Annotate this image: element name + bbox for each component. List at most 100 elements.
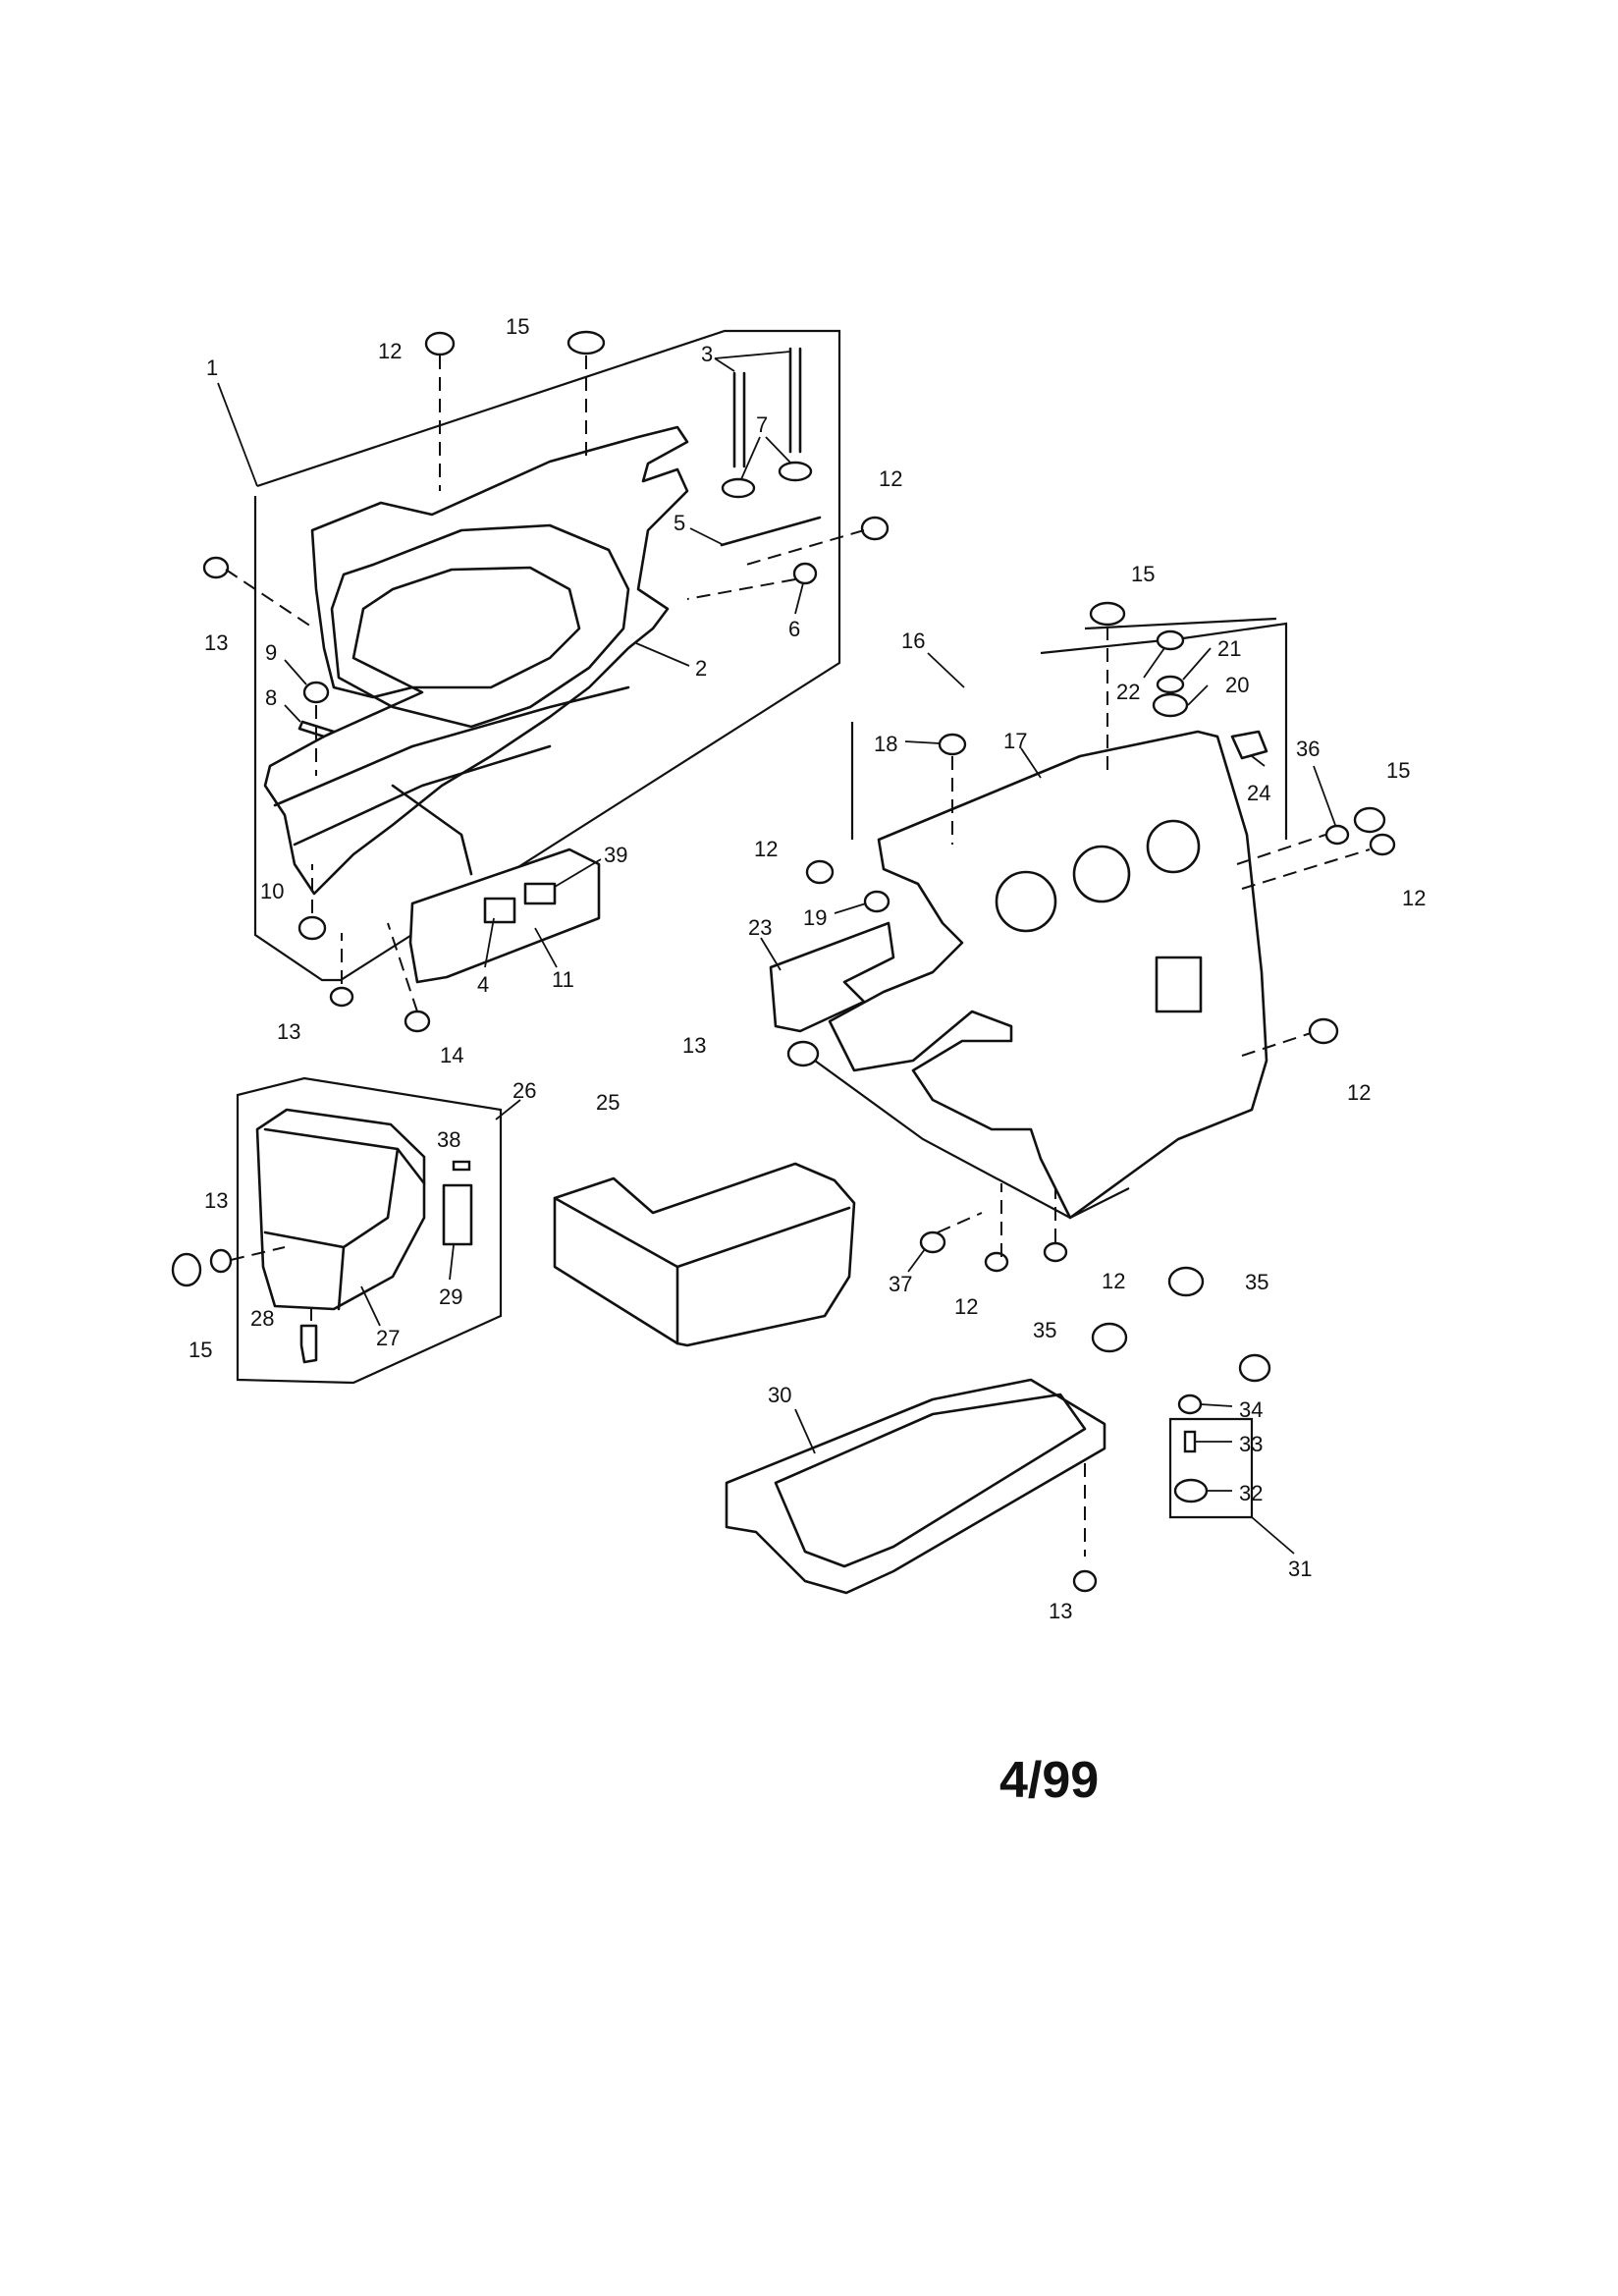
rear-cover-inner-recess bbox=[351, 566, 581, 689]
leader-7b bbox=[765, 436, 792, 465]
callout-12-top: 12 bbox=[378, 339, 402, 363]
part-15-knob-top bbox=[1089, 601, 1126, 627]
part-7-felt-left bbox=[721, 477, 756, 499]
leader-2 bbox=[635, 642, 690, 667]
part-32-foot bbox=[1173, 1478, 1209, 1503]
callout-31: 31 bbox=[1288, 1557, 1312, 1581]
part-13-screw-left bbox=[202, 556, 230, 579]
callout-3: 3 bbox=[701, 342, 713, 366]
part-23-thread-guide bbox=[769, 921, 895, 1033]
callout-15-top: 15 bbox=[506, 314, 529, 339]
callout-20: 20 bbox=[1225, 673, 1249, 697]
leader-29 bbox=[449, 1244, 455, 1281]
leader-24 bbox=[1251, 755, 1266, 767]
part-3-spool-pin-left bbox=[732, 371, 746, 468]
leader-31 bbox=[1251, 1516, 1295, 1555]
leader-8 bbox=[284, 704, 301, 723]
leader-3b bbox=[714, 351, 791, 359]
part-3-spool-pin-right bbox=[788, 347, 802, 454]
callout-13-front: 13 bbox=[682, 1033, 706, 1058]
assembly-26-fastener-paths bbox=[230, 1246, 312, 1321]
callout-12-lower-right: 12 bbox=[1347, 1080, 1371, 1105]
front-cover-window bbox=[1155, 956, 1203, 1013]
assembly-16-bracket bbox=[814, 617, 1288, 1220]
callout-39: 39 bbox=[604, 843, 627, 867]
arm-cover bbox=[553, 1162, 856, 1347]
part-33-screw bbox=[1183, 1430, 1197, 1453]
part-35-foot-lower bbox=[1238, 1353, 1271, 1383]
leader-21 bbox=[1182, 647, 1212, 681]
callout-5: 5 bbox=[674, 511, 685, 535]
part-21-washer bbox=[1156, 675, 1185, 694]
part-20-holder bbox=[1152, 692, 1189, 718]
callout-23: 23 bbox=[748, 915, 772, 940]
part-30-base-plate bbox=[725, 1378, 1106, 1595]
callout-35-right: 35 bbox=[1245, 1270, 1268, 1294]
part-24-clip bbox=[1230, 730, 1268, 760]
part-12-screw-lower-right bbox=[1308, 1017, 1339, 1045]
callout-12-bottom-left: 12 bbox=[954, 1294, 978, 1319]
front-cover-dial-left bbox=[995, 870, 1057, 933]
part-12-screw-bottom-left bbox=[984, 1251, 1009, 1273]
leader-9 bbox=[284, 659, 307, 685]
part-6-screw bbox=[792, 562, 818, 585]
part-15-knob-right bbox=[1353, 806, 1386, 834]
callout-4: 4 bbox=[477, 972, 489, 997]
callout-34: 34 bbox=[1239, 1397, 1263, 1422]
leader-39 bbox=[554, 858, 602, 888]
front-cover-dial-right bbox=[1146, 819, 1201, 874]
callout-labels: 1 2 3 4 5 6 7 8 9 10 11 12 12 12 12 12 1… bbox=[189, 314, 1426, 1623]
front-cover-dial-center bbox=[1072, 845, 1131, 903]
leader-34 bbox=[1200, 1403, 1233, 1407]
callout-38: 38 bbox=[437, 1127, 460, 1152]
part-11-door bbox=[408, 847, 601, 984]
part-37-screw bbox=[919, 1230, 946, 1254]
part-28-clip bbox=[299, 1324, 318, 1364]
callout-2: 2 bbox=[695, 656, 707, 681]
base-plate-rim bbox=[774, 1393, 1087, 1568]
part-27-side-cover bbox=[255, 1108, 426, 1311]
callout-1: 1 bbox=[206, 355, 218, 380]
rear-cover-window bbox=[330, 523, 630, 729]
callout-8: 8 bbox=[265, 685, 277, 710]
part-17-front-cover bbox=[828, 730, 1268, 1220]
callout-12-front-right: 12 bbox=[1402, 886, 1426, 910]
leader-30 bbox=[794, 1408, 816, 1454]
leader-26 bbox=[495, 1099, 521, 1121]
part-39-label bbox=[523, 882, 557, 905]
part-2-rear-cover bbox=[263, 425, 689, 896]
part-12-screw-right bbox=[860, 516, 890, 541]
part-10-nut bbox=[297, 915, 327, 941]
callout-11: 11 bbox=[552, 967, 574, 992]
callout-25: 25 bbox=[596, 1090, 620, 1115]
callout-22: 22 bbox=[1116, 680, 1140, 704]
part-12-screw-left bbox=[805, 859, 835, 885]
part-14-screw bbox=[404, 1010, 431, 1033]
part-25-arm-cover bbox=[553, 1162, 856, 1347]
callout-16: 16 bbox=[901, 629, 925, 653]
callout-26: 26 bbox=[512, 1078, 536, 1103]
part-35-foot-right bbox=[1167, 1266, 1205, 1297]
part-15-knob bbox=[171, 1252, 202, 1287]
date-code: 4/99 bbox=[999, 1752, 1099, 1809]
part-7-felt-right bbox=[778, 461, 813, 482]
callout-7: 7 bbox=[756, 412, 768, 437]
part-15-knob-top bbox=[566, 330, 606, 355]
part-13-screw bbox=[1072, 1569, 1098, 1593]
part-18-screw bbox=[938, 733, 967, 756]
leader-11 bbox=[534, 927, 558, 968]
callout-12-front-left: 12 bbox=[754, 837, 778, 861]
callout-12-bottom-right: 12 bbox=[1102, 1269, 1125, 1293]
callout-30: 30 bbox=[768, 1383, 791, 1407]
arm-cover-edge bbox=[553, 1196, 851, 1345]
part-13-screw-bottom bbox=[329, 986, 354, 1008]
part-13-screw bbox=[209, 1248, 233, 1274]
rear-cover-base-channel bbox=[273, 685, 630, 876]
callout-36: 36 bbox=[1296, 737, 1320, 761]
leader-36 bbox=[1313, 765, 1336, 826]
leader-27 bbox=[360, 1285, 381, 1327]
leader-18 bbox=[904, 740, 941, 744]
side-cover-assembly bbox=[171, 1076, 503, 1385]
part-8-clip bbox=[297, 720, 336, 738]
